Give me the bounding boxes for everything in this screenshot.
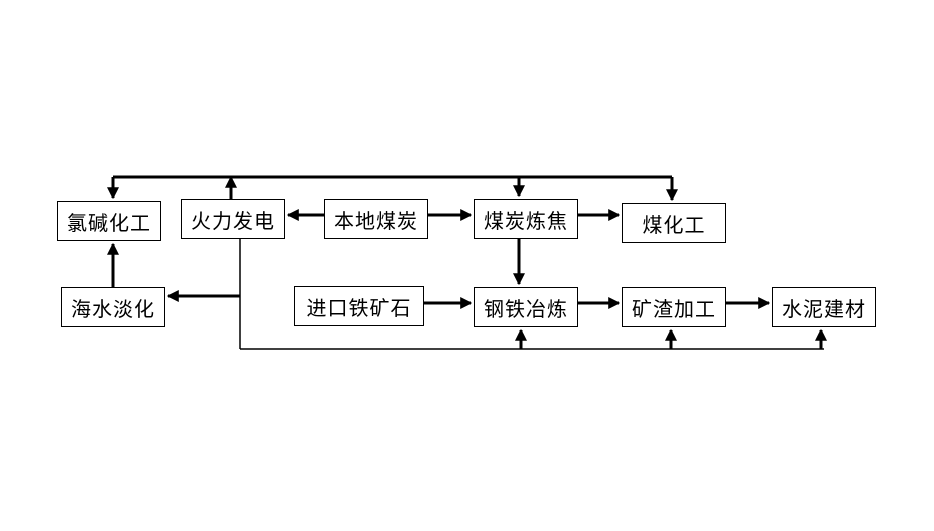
node-thermal-power: 火力发电	[181, 199, 285, 239]
node-cement-building: 水泥建材	[772, 287, 876, 327]
node-imported-iron-ore: 进口铁矿石	[294, 286, 424, 326]
node-coal-coking: 煤炭炼焦	[474, 199, 578, 239]
node-desalination: 海水淡化	[61, 287, 165, 327]
node-local-coal: 本地煤炭	[324, 199, 428, 239]
node-coal-chemical: 煤化工	[622, 203, 726, 243]
node-slag-processing: 矿渣加工	[622, 287, 726, 327]
node-steel-smelting: 钢铁冶炼	[474, 287, 578, 327]
node-chlor-alkali: 氯碱化工	[57, 201, 161, 241]
